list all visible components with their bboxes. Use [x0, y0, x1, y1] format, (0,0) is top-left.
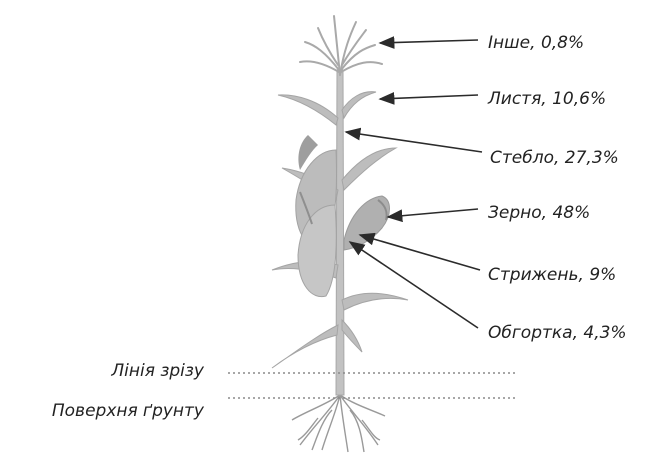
arrow-stem: [346, 132, 482, 152]
label-stem: Стебло, 27,3%: [490, 148, 619, 168]
arrows: [346, 40, 482, 328]
label-leaves: Листя, 10,6%: [487, 89, 606, 109]
label-ground: Поверхня ґрунту: [52, 401, 205, 421]
ears-left: [296, 135, 337, 297]
label-cob: Стрижень, 9%: [488, 265, 616, 285]
label-grain: Зерно, 48%: [488, 203, 590, 223]
arrow-cob: [360, 235, 480, 270]
tassel: [300, 16, 382, 75]
label-other: Інше, 0,8%: [488, 33, 584, 53]
label-cut-line: Лінія зрізу: [110, 361, 205, 381]
arrow-husk: [350, 242, 478, 328]
arrow-leaves: [380, 95, 478, 99]
arrow-other: [380, 40, 478, 43]
label-husk: Обгортка, 4,3%: [488, 323, 627, 343]
arrow-grain: [388, 209, 478, 217]
roots: [292, 395, 385, 452]
